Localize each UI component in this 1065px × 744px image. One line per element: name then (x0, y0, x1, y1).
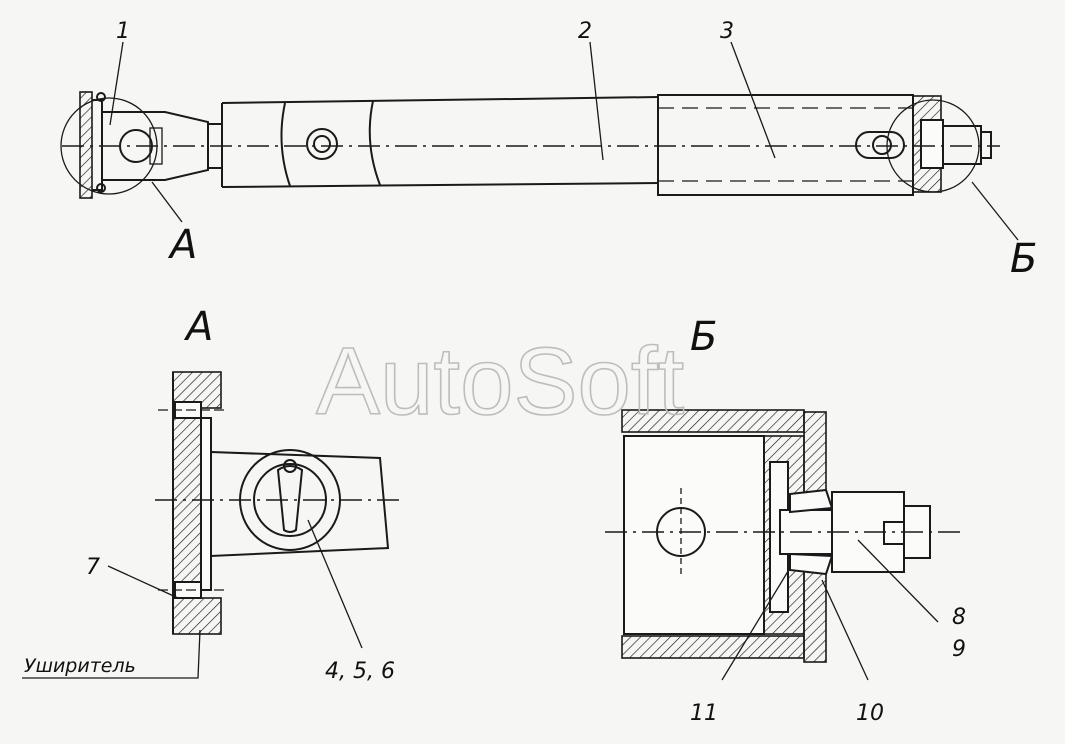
expander-wall-bottom (172, 597, 222, 635)
label-view-b-title: Б (690, 314, 717, 360)
label-part-10: 10 (856, 701, 884, 726)
label-part-11: 11 (690, 701, 718, 726)
cylinder-3 (657, 94, 914, 196)
detail-a (22, 371, 405, 679)
watermark: AutoSoft (316, 328, 684, 435)
label-parts-4-5-6: 4, 5, 6 (325, 659, 395, 684)
detail-circle-a (60, 97, 158, 195)
label-part-3: 3 (720, 19, 734, 44)
cotter-pin (276, 465, 304, 533)
tube-wall-bottom (621, 635, 805, 659)
end-nut (942, 125, 982, 165)
inner-piston (623, 435, 765, 635)
label-view-a-callout: А (167, 222, 197, 268)
assembly-overview (60, 41, 1019, 241)
flange-a (172, 417, 202, 591)
detail-b (605, 409, 960, 681)
label-view-a-title: А (183, 304, 213, 350)
tube-2 (221, 96, 659, 104)
label-part-8: 8 (952, 605, 966, 630)
label-expander: Уширитель (24, 655, 136, 677)
label-view-b-callout: Б (1010, 236, 1037, 282)
left-flange (79, 91, 93, 199)
detail-circle-b (886, 99, 980, 193)
label-part-2: 2 (578, 19, 592, 44)
label-part-1: 1 (116, 19, 130, 44)
grease-fitting (306, 128, 338, 160)
label-part-7: 7 (86, 555, 100, 580)
label-part-9: 9 (952, 637, 966, 662)
